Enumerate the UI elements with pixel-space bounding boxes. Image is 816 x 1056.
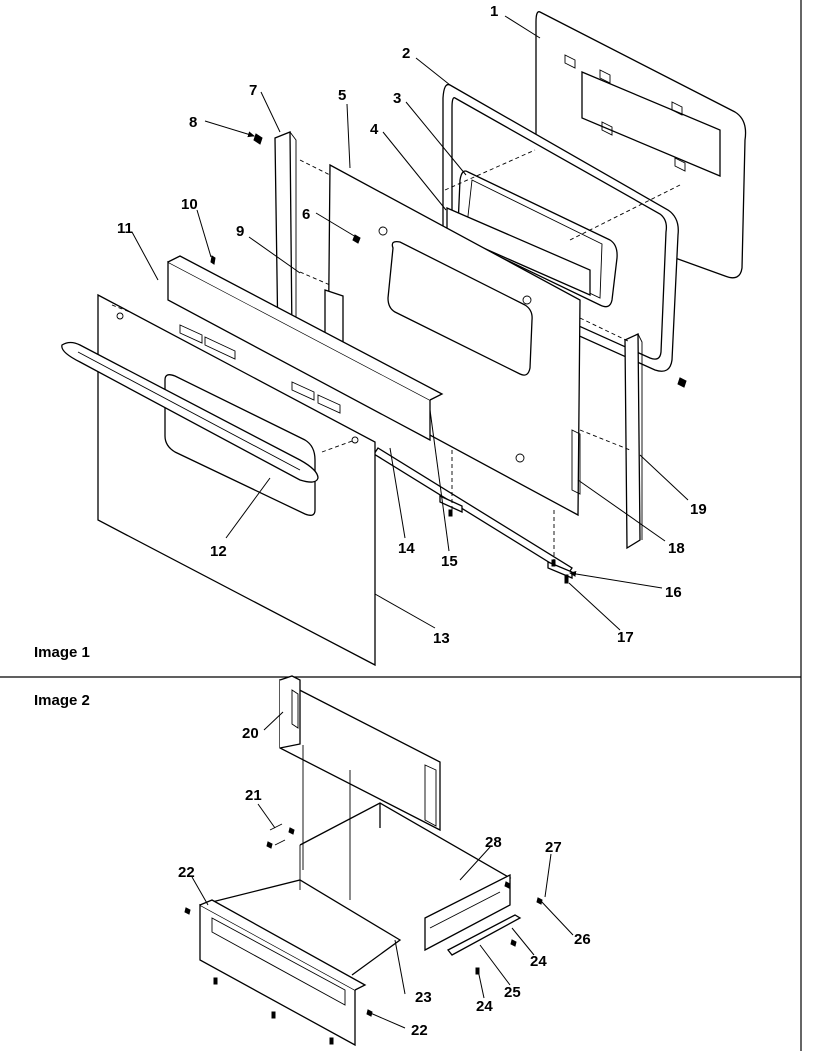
part-outer-door-panel: [97, 293, 376, 667]
callout-2: 2: [402, 45, 410, 62]
callout-27: 27: [545, 839, 562, 856]
part-glass-pack: [446, 207, 591, 296]
callout-20: 20: [242, 725, 259, 742]
assembly-dashed-lines-image1: [111, 149, 681, 560]
callout-9: 9: [236, 223, 244, 240]
part-drawer-front: [199, 899, 367, 1047]
part-door-handle: [61, 341, 319, 483]
callout-18: 18: [668, 540, 685, 557]
callout-16: 16: [665, 584, 682, 601]
callout-24-lower: 24: [476, 998, 493, 1015]
callout-1: 1: [490, 3, 498, 20]
fastener-screws-image1: [210, 133, 687, 584]
callout-12: 12: [210, 543, 227, 560]
part-drawer-back-panel: [279, 675, 441, 832]
callout-24-right: 24: [530, 953, 547, 970]
part-drawer-slide: [446, 914, 522, 956]
callout-15: 15: [441, 553, 458, 570]
callout-3: 3: [393, 90, 401, 107]
callout-numbers: 1 2 3 4 5 6 7 8 9 10 11 12 13 14 15 16 1…: [117, 3, 707, 1039]
callout-5: 5: [338, 87, 346, 104]
callout-23: 23: [415, 989, 432, 1006]
callout-11: 11: [117, 220, 133, 237]
callout-14: 14: [398, 540, 415, 557]
callout-4: 4: [370, 121, 379, 138]
part-drawer-side-right: [424, 873, 511, 952]
callout-leaders-image2: [191, 711, 574, 1029]
part-vent-trim: [167, 255, 444, 442]
panel-label-image-2: Image 2: [34, 692, 90, 709]
callout-7: 7: [249, 82, 257, 99]
callout-leaders-image1: [131, 15, 689, 631]
callout-6: 6: [302, 206, 310, 223]
panel-label-image-1: Image 1: [34, 644, 90, 661]
callout-21: 22: [178, 864, 195, 881]
callout-8: 8: [189, 114, 197, 131]
callout-19: 19: [690, 501, 707, 518]
callout-26: 26: [574, 931, 591, 948]
callout-28: 28: [485, 834, 502, 851]
callout-22-lower: 22: [411, 1022, 428, 1039]
callout-25: 25: [504, 984, 521, 1001]
callout-17: 17: [617, 629, 634, 646]
callout-13: 13: [433, 630, 450, 647]
callout-22-upper: 21: [245, 787, 262, 804]
part-door-hinge-right: [624, 332, 643, 550]
callout-10: 10: [181, 196, 198, 213]
